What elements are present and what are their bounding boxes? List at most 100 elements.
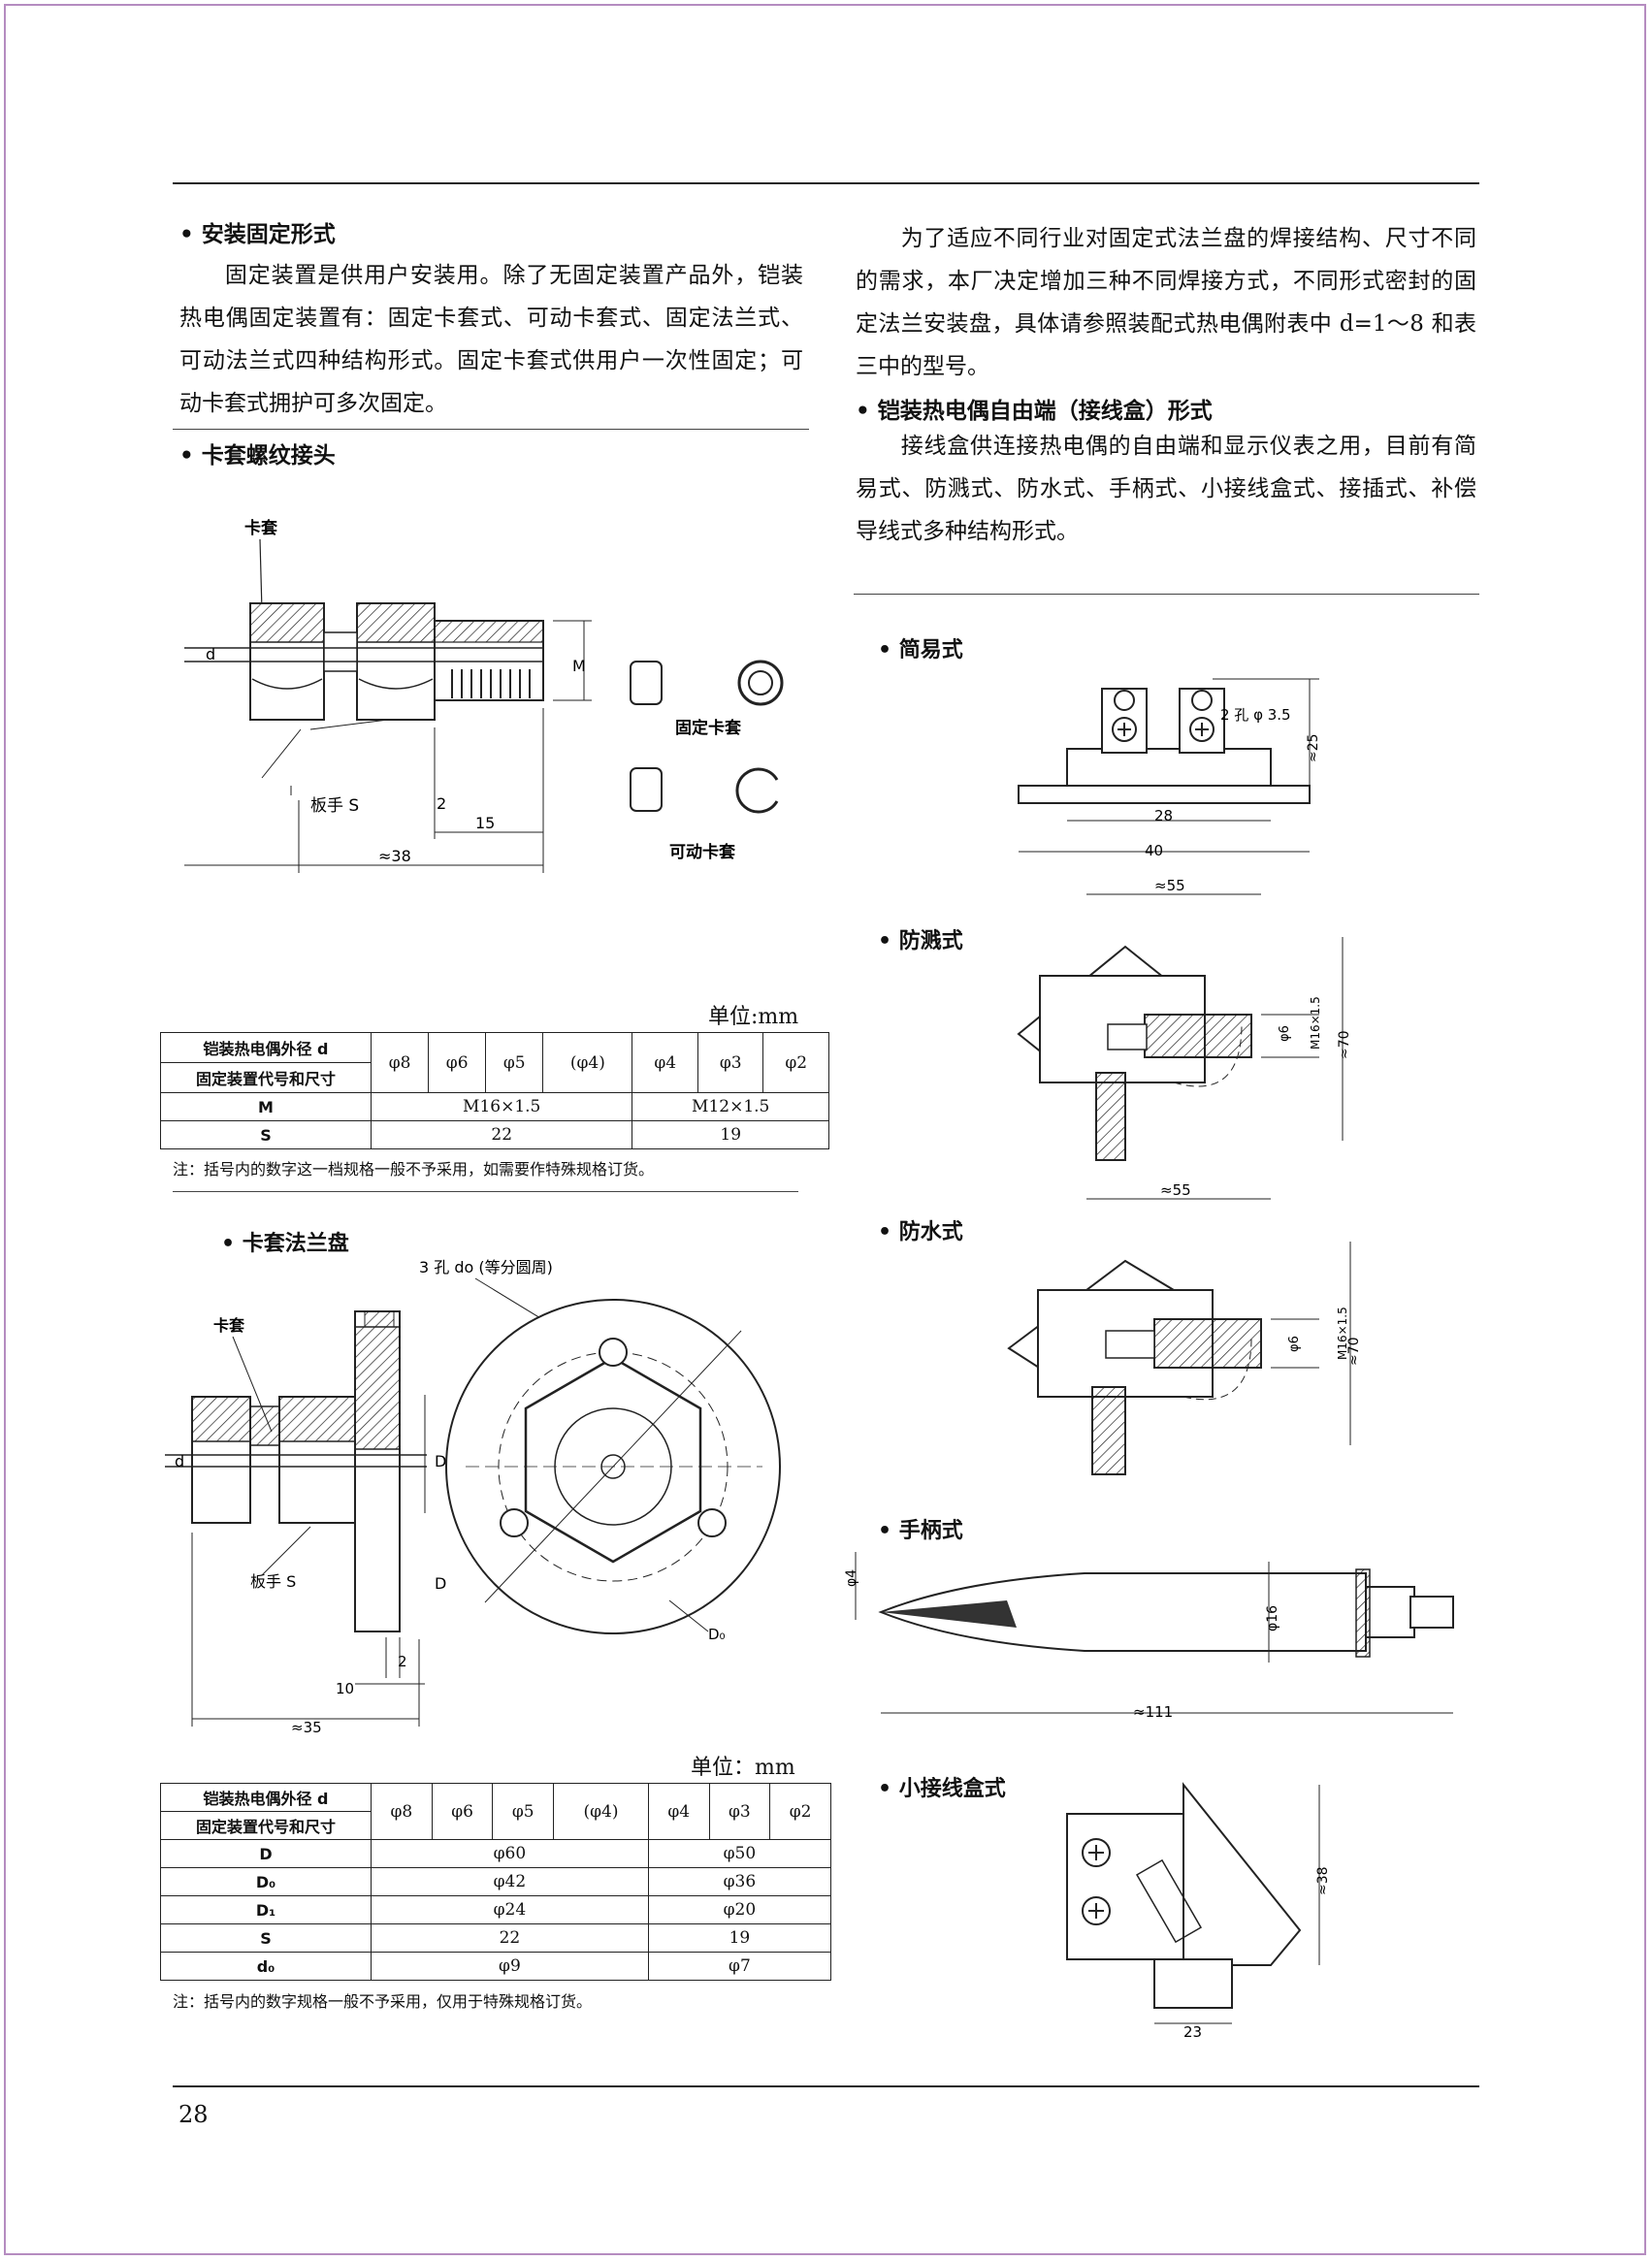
dim-handle-phi4: φ4: [844, 1569, 859, 1587]
dim-simple-holes: 2 孔 φ 3.5: [1220, 706, 1291, 724]
table1-diameter: φ5: [485, 1032, 544, 1093]
table1-diameter: φ4: [632, 1032, 698, 1093]
table2-cell: φ9: [371, 1952, 649, 1981]
dim-splash-phi6: φ6: [1278, 1025, 1292, 1042]
unit-label-1: 单位:mm: [708, 1005, 799, 1029]
table2-row-label: D: [160, 1839, 372, 1868]
table2-row-label: D₁: [160, 1895, 372, 1924]
table2-cell: 22: [371, 1923, 649, 1953]
note-2: 注：括号内的数字规格一般不予采用，仅用于特殊规格订货。: [173, 1992, 593, 2011]
dim-small-box-height: ≈38: [1315, 1866, 1331, 1895]
table2-cell: φ24: [371, 1895, 649, 1924]
label-d: d: [206, 645, 215, 663]
table1-header-bottom: 固定装置代号和尺寸: [160, 1062, 372, 1093]
dim-splash-width: ≈55: [1154, 879, 1185, 894]
label-m: M: [572, 657, 586, 675]
table1-cell: M12×1.5: [632, 1092, 829, 1121]
table2-cell: φ20: [647, 1895, 832, 1924]
table2-cell: φ60: [371, 1839, 649, 1868]
dim-splash-height: ≈70: [1337, 1030, 1352, 1059]
waterproof-box-figure: ≈55 φ6 M16×1.5 ≈70: [1007, 1183, 1362, 1475]
table1-diameter: φ2: [762, 1032, 829, 1093]
table1-diameter: (φ4): [542, 1032, 633, 1093]
dim-waterproof-height: ≈70: [1346, 1337, 1362, 1366]
dim-handle-length: ≈111: [1133, 1703, 1173, 1721]
dim-35: ≈35: [291, 1719, 322, 1736]
dim-simple-28: 28: [1154, 807, 1173, 824]
dim-simple-height: ≈25: [1306, 733, 1321, 762]
left-column: • 安装固定形式 固定装置是供用户安装用。除了无固定装置产品外，铠装热电偶固定装…: [179, 215, 803, 425]
dim-38: ≈38: [378, 847, 411, 865]
label-wrench: 板手 S: [310, 796, 359, 816]
label-D: D: [435, 1574, 446, 1593]
table1-cell: 19: [632, 1120, 829, 1149]
junction-box-title: • 铠装热电偶自由端（接线盒）形式: [856, 399, 1213, 424]
note-1: 注：括号内的数字这一档规格一般不予采用，如需要作特殊规格订货。: [173, 1160, 655, 1179]
flange-title: • 卡套法兰盘: [221, 1232, 349, 1256]
table2-cell: φ50: [647, 1839, 832, 1868]
simple-box-figure: ≈25 2 孔 φ 3.5 28 40: [1018, 678, 1321, 859]
table2-diameter: φ5: [492, 1783, 555, 1840]
table2-diameter: φ3: [708, 1783, 771, 1840]
table2-header-bottom: 固定装置代号和尺寸: [160, 1811, 372, 1840]
table2-cell: φ36: [647, 1867, 832, 1896]
dim-simple-40: 40: [1145, 842, 1163, 859]
dim-15: 15: [475, 814, 495, 832]
table1-row-label: M: [160, 1092, 372, 1121]
header-rule: [173, 182, 1479, 184]
label-d-2: d: [175, 1452, 184, 1470]
footer-rule: [173, 2085, 1479, 2087]
divider: [173, 429, 809, 430]
table2-row-label: d₀: [160, 1952, 372, 1981]
label-D0: D₀: [708, 1626, 726, 1643]
table1-diameter: φ3: [696, 1032, 764, 1093]
ferrule-title: • 卡套螺纹接头: [179, 443, 336, 468]
intro-paragraph: 为了适应不同行业对固定式法兰盘的焊接结构、尺寸不同的需求，本厂决定增加三种不同焊…: [856, 226, 1476, 379]
label-ferrule: 卡套: [244, 518, 278, 538]
table2-diameter: (φ4): [553, 1783, 649, 1840]
dim-waterproof-phi6: φ6: [1287, 1336, 1302, 1352]
dim-2-b: 2: [398, 1653, 407, 1670]
dim-waterproof-thread: M16×1.5: [1336, 1307, 1349, 1360]
dim-handle-phi16: φ16: [1265, 1605, 1280, 1631]
table1-diameter: φ8: [370, 1032, 430, 1093]
ferrule-joint-figure: 卡套 d M 板手 S 2 15 ≈38 固定卡套 可动卡套: [184, 518, 784, 873]
label-movable-ferrule: 可动卡套: [669, 842, 736, 862]
table2-row-label: S: [160, 1923, 372, 1953]
label-fixed-ferrule: 固定卡套: [675, 718, 742, 738]
table1-header-top: 铠装热电偶外径 d: [160, 1032, 372, 1063]
label-holes: 3 孔 do (等分圆周): [419, 1258, 553, 1276]
small-box-figure: ≈38 23: [1066, 1782, 1331, 2041]
type-small-box-title: • 小接线盒式: [878, 1777, 1006, 1801]
handle-figure: φ4 φ16 ≈111: [844, 1552, 1454, 1721]
ferrule-spec-table: 铠装热电偶外径 d φ8 φ6 φ5 (φ4) φ4 φ3 φ2 固定装置代号和…: [160, 1032, 829, 1149]
divider: [173, 1191, 798, 1192]
page-frame: [4, 4, 1646, 2255]
splash-box-figure: ≈55 φ6 M16×1.5 ≈70: [1017, 879, 1352, 1161]
type-waterproof-title: • 防水式: [878, 1220, 963, 1244]
table2-cell: φ42: [371, 1867, 649, 1896]
type-simple-title: • 简易式: [878, 638, 963, 662]
page-number: 28: [178, 2101, 209, 2128]
dim-2: 2: [437, 794, 446, 813]
table2-diameter: φ2: [769, 1783, 831, 1840]
flange-spec-table: 铠装热电偶外径 d φ8 φ6 φ5 (φ4) φ4 φ3 φ2 固定装置代号和…: [160, 1783, 832, 1981]
dim-waterproof-width: ≈55: [1160, 1183, 1191, 1199]
dim-small-box-width: 23: [1183, 2023, 1202, 2041]
ferrule-flange-figure: 3 孔 do (等分圆周) 卡套 d D₁ 板手 S D D₀ 2 10 ≈35: [165, 1258, 781, 1736]
junction-box-paragraph: 接线盒供连接热电偶的自由端和显示仪表之用，目前有简易式、防溅式、防水式、手柄式、…: [856, 434, 1476, 544]
table1-diameter: φ6: [428, 1032, 487, 1093]
table2-row-label: D₀: [160, 1867, 372, 1896]
table1-cell: M16×1.5: [370, 1092, 633, 1121]
unit-label-2: 单位：mm: [691, 1756, 795, 1780]
table1-row-label: S: [160, 1120, 372, 1149]
right-column: 为了适应不同行业对固定式法兰盘的焊接结构、尺寸不同的需求，本厂决定增加三种不同焊…: [856, 217, 1476, 553]
dim-splash-thread: M16×1.5: [1309, 996, 1322, 1050]
label-wrench-2: 板手 S: [250, 1572, 296, 1591]
table1-cell: 22: [370, 1120, 633, 1149]
table2-cell: φ7: [647, 1952, 832, 1981]
table2-diameter: φ6: [431, 1783, 494, 1840]
label-ferrule-2: 卡套: [213, 1316, 245, 1335]
table2-header-top: 铠装热电偶外径 d: [160, 1783, 372, 1812]
install-title: • 安装固定形式: [179, 222, 336, 247]
